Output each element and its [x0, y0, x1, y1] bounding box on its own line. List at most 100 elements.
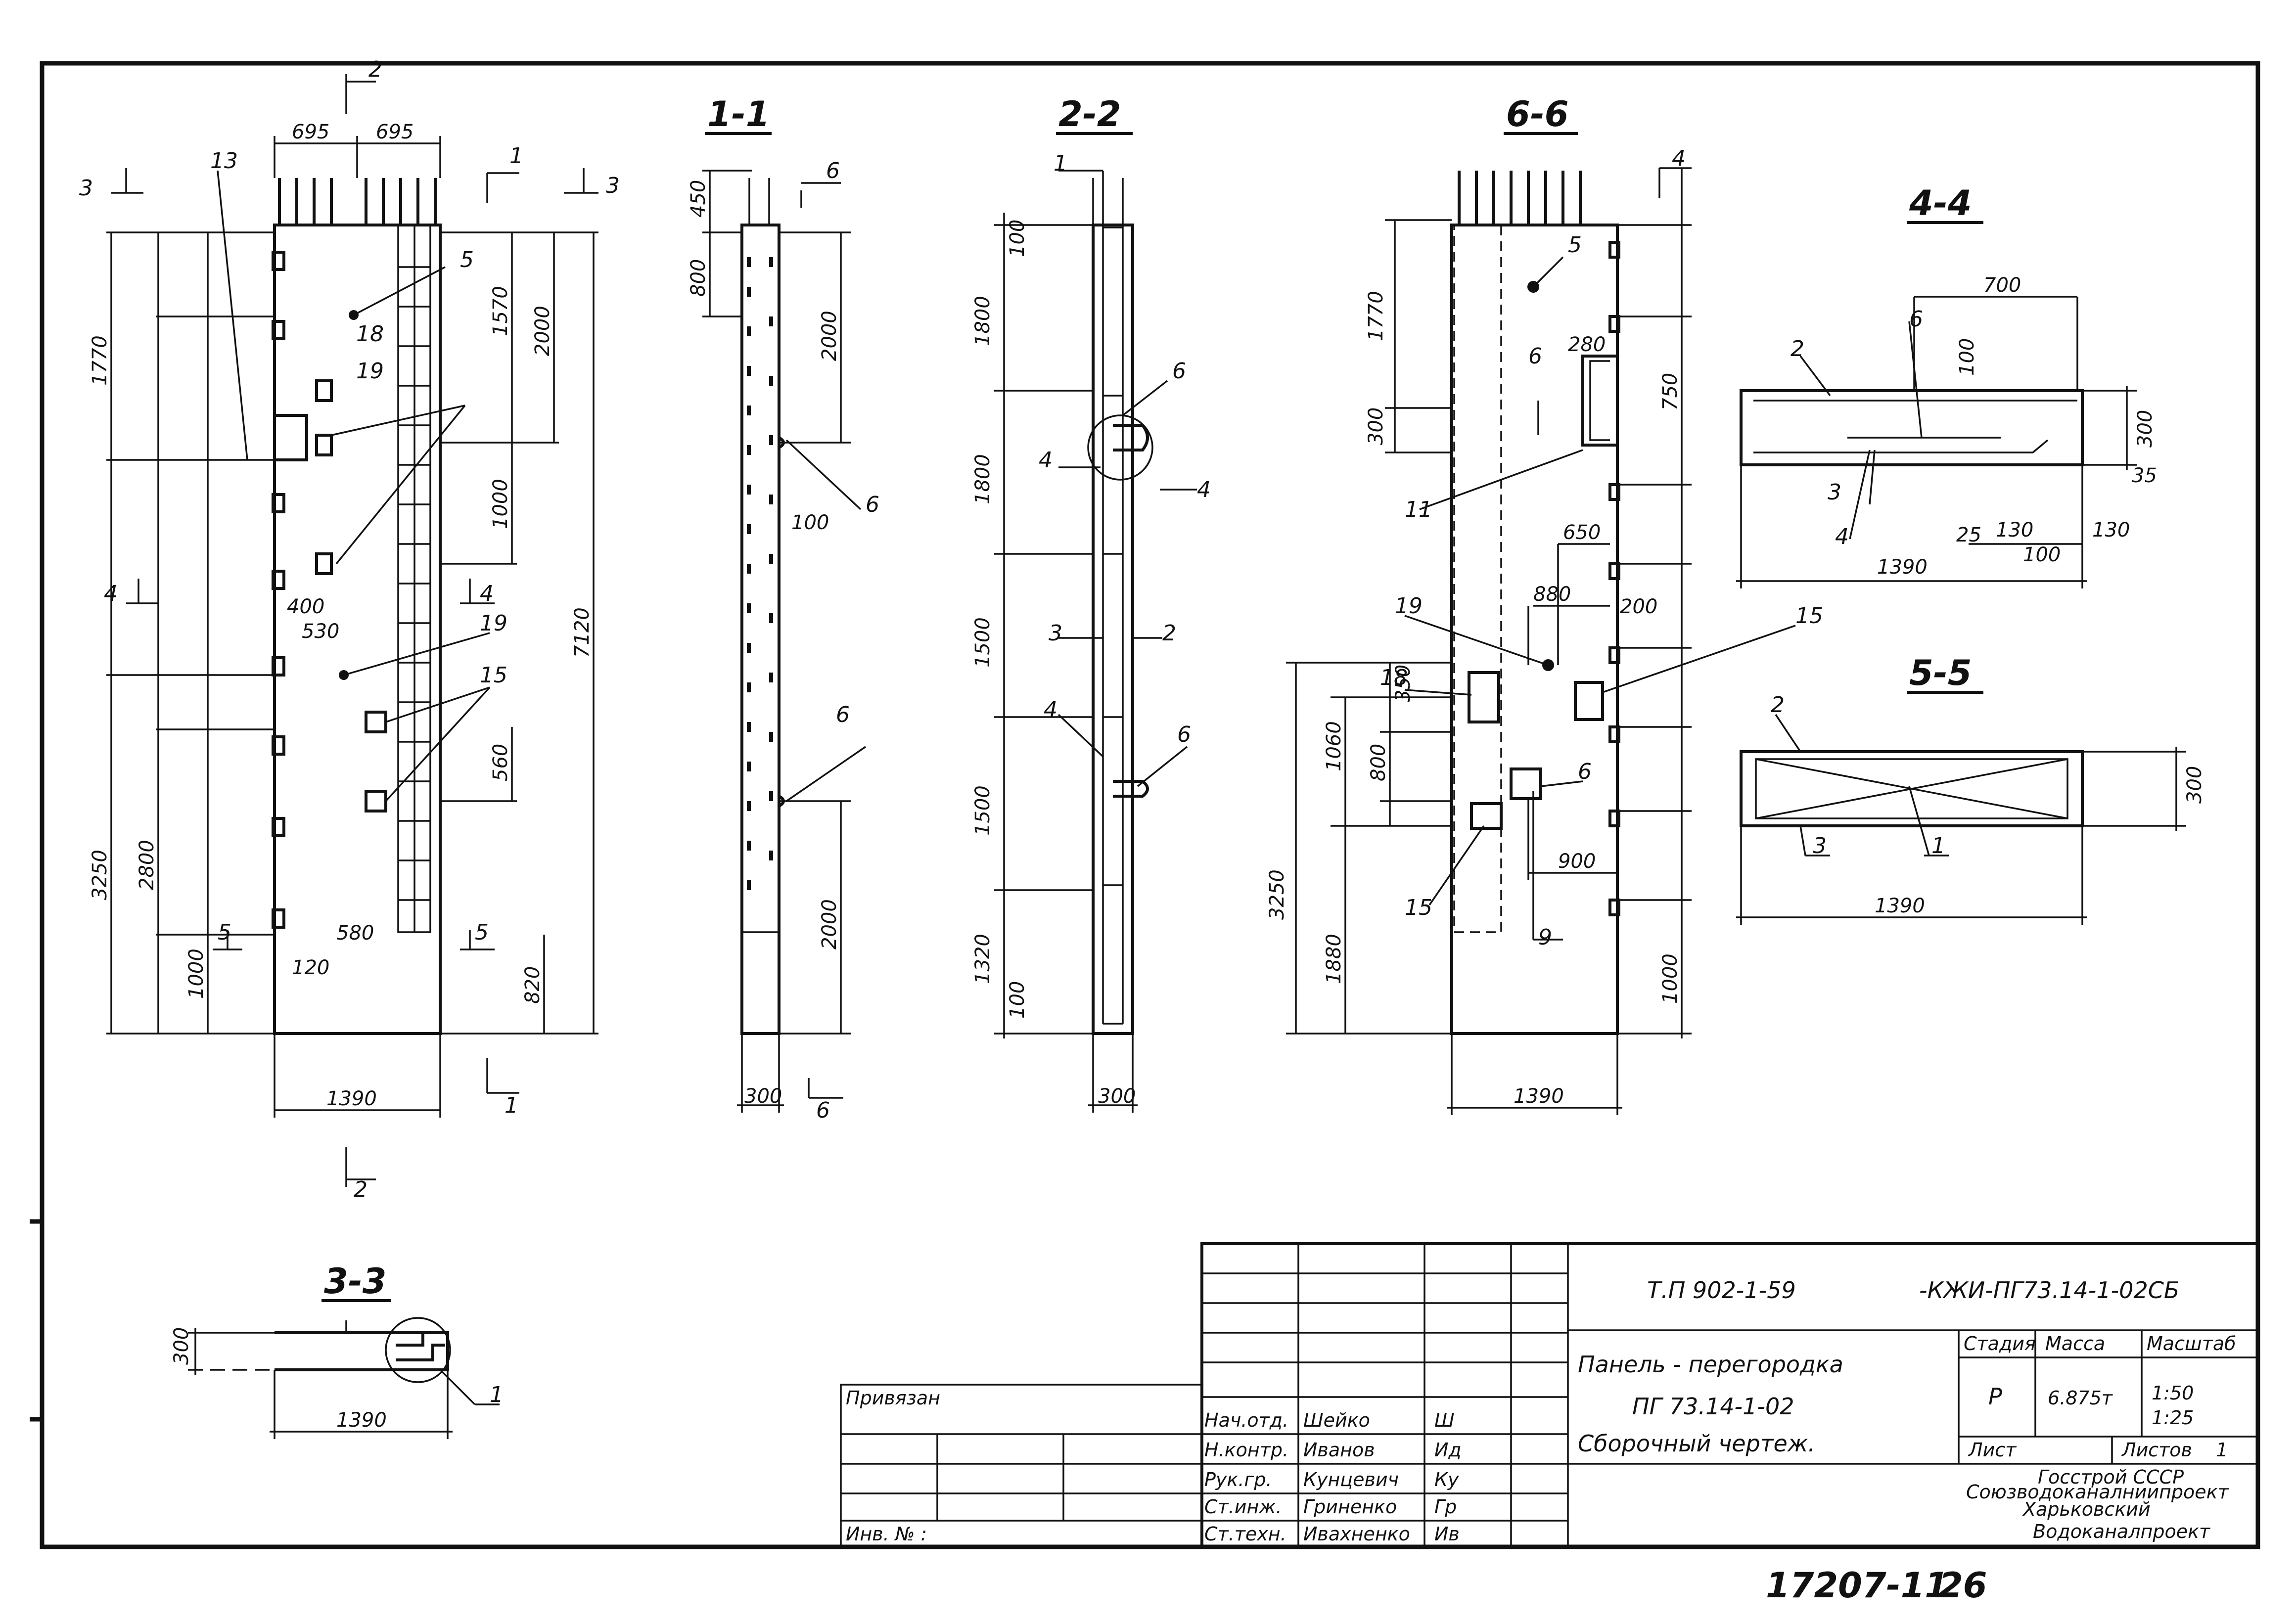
dim-s66-1060: 1060 [1323, 721, 1345, 771]
dim-s11-800: 800 [687, 259, 710, 297]
dim-s66-280: 280 [1568, 333, 1606, 356]
dim-s66-200: 200 [1620, 595, 1657, 618]
dim-s44-100b: 100 [2023, 543, 2061, 566]
s66-callout-19: 19 [1395, 593, 1423, 619]
section-4-4-title: 4-4 [1909, 183, 1972, 224]
s66-callout-5: 5 [1568, 232, 1582, 258]
dim-s22-1800b: 1800 [971, 454, 994, 504]
dim-s11-450: 450 [687, 180, 710, 218]
dim-s66-880: 880 [1533, 583, 1571, 606]
s22-callout-4b: 4 [1197, 477, 1211, 502]
dim-s44-130b: 130 [2092, 519, 2130, 541]
cut-1-bottom: 1 [505, 1093, 518, 1118]
cut-1-top: 1 [509, 143, 523, 169]
dim-front-1570: 1570 [489, 286, 512, 336]
privyazan-label: Привязан [846, 1387, 940, 1409]
callout-19: 19 [480, 611, 507, 636]
sheets-label: Листов [2121, 1439, 2192, 1461]
section-1-1-title: 1-1 [707, 94, 770, 135]
signature-2: Ид [1434, 1439, 1462, 1461]
callout-15: 18 [356, 321, 384, 347]
dim-s22-100: 100 [1006, 220, 1029, 257]
section-3-3-title: 3-3 [324, 1261, 386, 1302]
s66-callout-13b: 15 [1405, 895, 1432, 920]
drawing-name-3: Сборочный чертеж. [1578, 1430, 1815, 1457]
section-6-6-title: 6-6 [1506, 94, 1568, 135]
name-4: Гриненко [1303, 1496, 1397, 1518]
s44-callout-2: 2 [1791, 336, 1804, 361]
dim-front-height: 7120 [571, 607, 594, 658]
col-scale: Масштаб [2147, 1333, 2236, 1354]
dim-front-1000b: 1000 [489, 479, 512, 529]
callout-16: 19 [356, 359, 384, 384]
dim-front-2000: 2000 [531, 306, 554, 356]
s55-callout-2: 2 [1771, 692, 1785, 718]
signature-1: Ш [1434, 1409, 1455, 1431]
section-3-3: 3-3 300 1390 1 [170, 1261, 504, 1439]
org-line-4: Водоканалпроект [2033, 1521, 2211, 1542]
s33-callout-1: 1 [490, 1382, 504, 1407]
inventory-label: Инв. № : [846, 1523, 927, 1545]
section-1-1: 1-1 [687, 94, 879, 1123]
stage-value: Р [1988, 1383, 2002, 1410]
dim-s33-1390: 1390 [336, 1409, 387, 1432]
name-2: Иванов [1303, 1439, 1375, 1461]
dim-front-1000: 1000 [185, 948, 208, 999]
dim-s22-1320: 1320 [971, 934, 994, 984]
s66-callout-9: 9 [1538, 925, 1552, 950]
dim-s44-300: 300 [2134, 410, 2157, 448]
s22-callout-6a: 6 [1172, 359, 1186, 384]
col-stage: Стадия [1964, 1333, 2036, 1354]
role-3: Рук.гр. [1204, 1469, 1272, 1490]
dim-front-top-left: 695 [292, 121, 329, 143]
s22-callout-4c: 4 [1044, 697, 1057, 722]
dim-s44-35: 35 [2132, 464, 2157, 487]
drawing-name-1: Панель - перегородка [1578, 1351, 1843, 1378]
s44-callout-6: 6 [1909, 307, 1923, 332]
s44-callout-4: 4 [1835, 524, 1849, 549]
dim-s11-100: 100 [791, 511, 829, 534]
org-line-3: Харьковский [2022, 1498, 2151, 1520]
name-5: Ивахненко [1303, 1523, 1410, 1545]
dim-s11-2000: 2000 [818, 311, 841, 361]
dim-front-2800: 2800 [136, 840, 158, 890]
mass-value: 6.875т [2048, 1387, 2113, 1409]
callout-10: 13 [210, 148, 238, 174]
dim-s33-300: 300 [170, 1327, 193, 1365]
s44-callout-3: 3 [1828, 480, 1841, 505]
dim-s66-1500: 750 [1659, 373, 1682, 410]
name-1: Шейко [1303, 1409, 1370, 1431]
dim-s66-1390: 1390 [1514, 1085, 1564, 1108]
dim-s66-900: 900 [1558, 850, 1596, 873]
signature-5: Ив [1434, 1523, 1460, 1545]
org-line-1: Госстрой СССР [2038, 1466, 2184, 1488]
section-2-2-title: 2-2 [1058, 94, 1121, 135]
signature-4: Гр [1434, 1496, 1457, 1518]
dim-front-width: 1390 [326, 1087, 377, 1110]
dim-s66-1000: 1000 [1659, 953, 1682, 1004]
dim-s22-300: 300 [1098, 1085, 1136, 1108]
s66-callout-6b: 6 [1578, 759, 1592, 784]
scale-value-2: 1:25 [2152, 1407, 2194, 1429]
sheet-frame [40, 61, 2260, 1549]
dim-s11-2000b: 2000 [818, 899, 841, 949]
s66-callout-6a: 6 [1528, 344, 1542, 369]
dim-s44-700: 700 [1983, 274, 2021, 297]
s22-callout-4a: 4 [1039, 448, 1053, 473]
role-1: Нач.отд. [1204, 1409, 1288, 1431]
dim-s55-1390: 1390 [1875, 895, 1925, 917]
dim-s66-350: 350 [1392, 665, 1415, 702]
s22-callout-1: 1 [1054, 151, 1067, 176]
dim-front-535: 580 [336, 922, 374, 945]
s55-callout-3: 3 [1813, 833, 1827, 858]
cut-2-top: 2 [368, 57, 382, 82]
callout-5: 5 [460, 247, 474, 272]
name-3: Кунцевич [1303, 1469, 1399, 1490]
dim-s66-1880: 1880 [1323, 934, 1345, 984]
doc-code: Т.П 902-1-59 [1647, 1277, 1796, 1304]
footer-sheet: 26 [1939, 1565, 1987, 1606]
dim-s22-1500b: 1500 [971, 785, 994, 836]
dim-front-560: 560 [489, 744, 512, 781]
org-line-2: Союзводоканалниипроект [1966, 1481, 2230, 1503]
